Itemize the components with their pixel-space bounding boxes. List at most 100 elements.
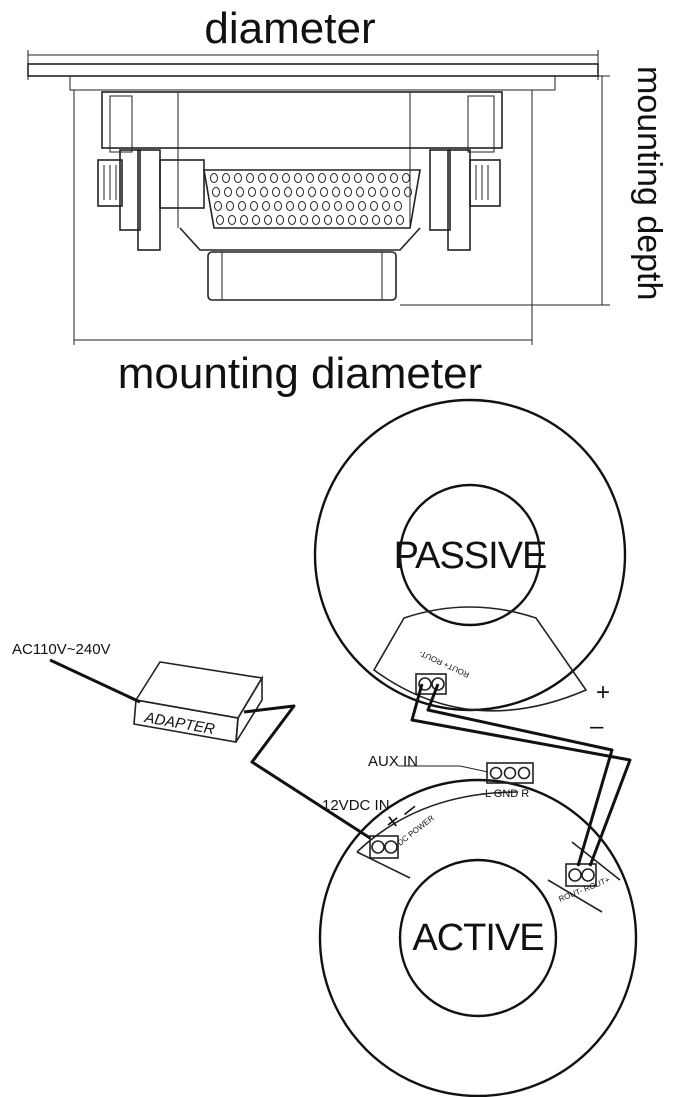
vent-hole (384, 215, 392, 225)
vent-hole (336, 215, 344, 225)
vent-hole (312, 215, 320, 225)
dc-label: 12VDC IN (322, 797, 390, 814)
active-plate-right-lower (547, 879, 603, 913)
vent-hole (342, 173, 350, 183)
wire-minus-label: – (590, 713, 604, 740)
dc-terminal-block (369, 835, 399, 859)
active-speaker-outer (318, 778, 638, 1097)
dc-screw-2 (384, 840, 398, 854)
adapter-label: ADAPTER (142, 709, 216, 738)
vent-hole (228, 215, 236, 225)
vent-hole (370, 201, 378, 211)
speaker-wire-plus (410, 683, 632, 867)
bracket-left (109, 95, 133, 153)
magnet-body (207, 251, 397, 301)
mounting-depth-label: mounting depth (630, 66, 668, 300)
vent-hole (392, 187, 400, 197)
aux-screw-r (517, 766, 531, 780)
vent-hole (212, 187, 220, 197)
vent-hole (298, 201, 306, 211)
ac-label: AC110V~240V (12, 641, 111, 658)
vent-hole (262, 201, 270, 211)
vent-hole (222, 173, 230, 183)
vent-hole (226, 201, 234, 211)
active-plate-left-edge (356, 851, 411, 879)
diameter-label: diameter (204, 4, 375, 53)
vent-hole (210, 173, 218, 183)
vent-hole (334, 201, 342, 211)
vent-hole (276, 215, 284, 225)
vent-hole (390, 173, 398, 183)
vent-hole (344, 187, 352, 197)
clip-right-outer (469, 159, 501, 207)
passive-terminal-block (415, 673, 447, 695)
speaker-rim (69, 75, 556, 91)
clip-left-inner (119, 149, 141, 231)
dc-wire (243, 704, 371, 840)
vent-hole (368, 187, 376, 197)
vent-hole (372, 215, 380, 225)
lgndr-label: L GND R (485, 788, 529, 800)
dc-screw-1 (371, 840, 385, 854)
clip-right-inner (429, 149, 451, 231)
vent-hole (308, 187, 316, 197)
passive-label: PASSIVE (394, 535, 547, 577)
ac-input-wire (49, 658, 141, 704)
vent-hole (396, 215, 404, 225)
aux-wire (398, 765, 489, 773)
active-label: ACTIVE (412, 917, 543, 959)
vent-hole (214, 201, 222, 211)
vent-hole (284, 187, 292, 197)
vent-hole (306, 173, 314, 183)
active-speaker-inner (398, 858, 558, 1018)
vent-hole (238, 201, 246, 211)
passive-speaker-inner (398, 483, 542, 627)
terminal-block (159, 159, 205, 209)
vent-hole (294, 173, 302, 183)
active-rout-screw-2 (581, 868, 595, 882)
active-plate-right-upper (571, 841, 621, 881)
active-rout-screw-1 (568, 868, 582, 882)
vent-hole (250, 201, 258, 211)
vent-hole (300, 215, 308, 225)
aux-label: AUX IN (368, 753, 418, 770)
vent-hole (320, 187, 328, 197)
vent-hole (236, 187, 244, 197)
vent-hole (270, 173, 278, 183)
vent-hole (358, 201, 366, 211)
vent-hole (402, 173, 410, 183)
cone-section (203, 169, 421, 229)
active-plate-top-edge (356, 791, 519, 853)
magnet-top (179, 227, 421, 251)
wiring-diagram: PASSIVE ROUT+ ROUT- ACTIVE DC POWER + – … (12, 398, 638, 1097)
wire-plus-label: + (596, 679, 610, 706)
vent-hole (360, 215, 368, 225)
vent-hole (286, 201, 294, 211)
vent-hole (404, 187, 412, 197)
vent-hole (366, 173, 374, 183)
vent-hole (322, 201, 330, 211)
side-view-drawing: diameter mounting depth mounting diamete… (27, 4, 668, 398)
vent-hole (274, 201, 282, 211)
vent-hole (288, 215, 296, 225)
vent-hole (296, 187, 304, 197)
vent-hole (394, 201, 402, 211)
vent-hole (330, 173, 338, 183)
basket-top (101, 91, 503, 149)
speaker-wire-minus (426, 683, 614, 867)
vent-hole (332, 187, 340, 197)
vent-hole (272, 187, 280, 197)
clip-left-post (137, 149, 161, 251)
passive-screw-2 (431, 677, 445, 691)
vent-hole (260, 187, 268, 197)
vent-hole (248, 187, 256, 197)
vent-hole (246, 173, 254, 183)
vent-holes (210, 173, 412, 225)
vent-hole (310, 201, 318, 211)
vent-hole (356, 187, 364, 197)
vent-hole (324, 215, 332, 225)
adapter-side (235, 675, 263, 743)
vent-hole (354, 173, 362, 183)
aux-terminal-block (486, 762, 534, 784)
